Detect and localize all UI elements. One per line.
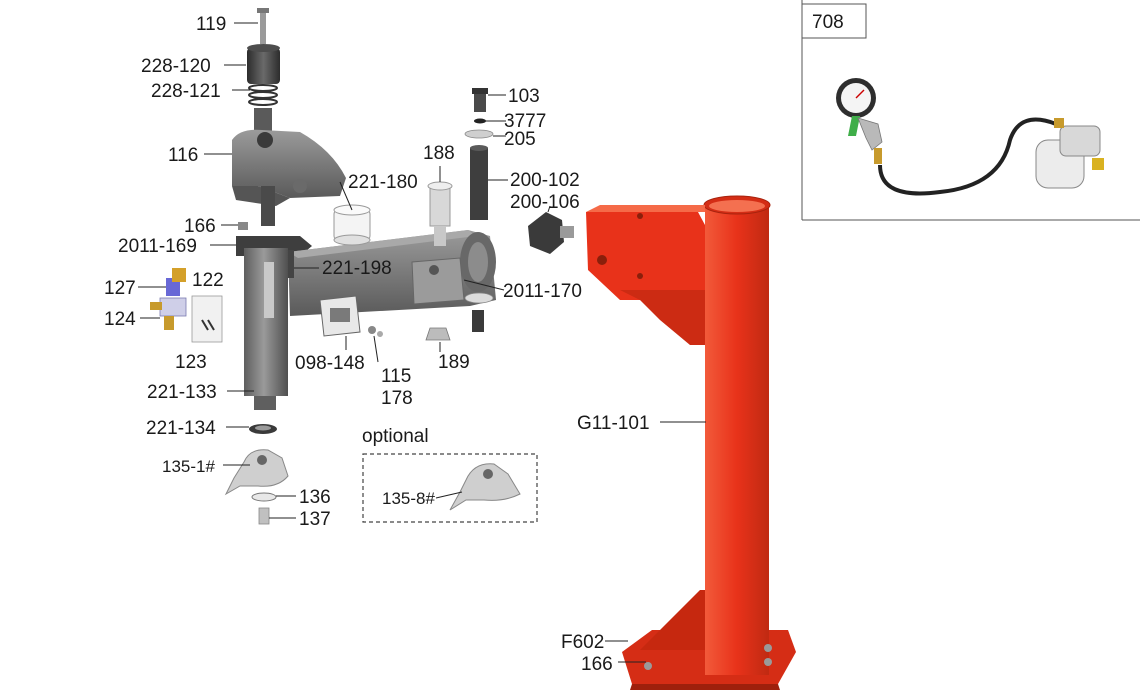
mount-head-135-1 <box>224 449 289 525</box>
mount-head-135-8 <box>449 463 521 511</box>
label-221-180: 221-180 <box>348 172 418 193</box>
leader-lines <box>138 22 706 663</box>
label-135-1: 135-1# <box>162 457 215 476</box>
label-2011-170: 2011-170 <box>503 281 582 302</box>
vertical-shaft-assembly <box>232 8 346 434</box>
label-116: 116 <box>168 145 198 166</box>
washer-bolt-group <box>464 292 494 332</box>
label-228-120: 228-120 <box>141 56 211 77</box>
label-228-121: 228-121 <box>151 81 221 102</box>
label-122: 122 <box>192 270 224 291</box>
label-103: 103 <box>508 86 540 107</box>
label-119: 119 <box>196 14 226 35</box>
horizontal-arm <box>288 230 496 341</box>
label-178: 178 <box>381 388 413 409</box>
label-098-148: 098-148 <box>295 353 365 374</box>
pin-188 <box>427 181 453 246</box>
label-f602: F602 <box>561 632 604 653</box>
label-123: 123 <box>175 352 207 373</box>
label-189: 189 <box>438 352 470 373</box>
label-optional: optional <box>362 426 429 447</box>
inset-708 <box>801 0 1140 221</box>
part-labels: 119 228-120 228-121 116 166 2011-169 127… <box>104 12 844 675</box>
label-200-106: 200-106 <box>510 192 580 213</box>
label-124: 124 <box>104 309 136 330</box>
label-166-top: 166 <box>184 216 216 237</box>
label-127: 127 <box>104 278 136 299</box>
label-135-8: 135-8# <box>382 489 435 508</box>
label-200-102: 200-102 <box>510 170 580 191</box>
label-inset-708: 708 <box>812 12 844 33</box>
label-188: 188 <box>423 143 455 164</box>
column-g11-101 <box>586 195 796 690</box>
roller-221-180 <box>333 204 371 246</box>
label-3777: 3777 <box>504 111 546 132</box>
label-221-198: 221-198 <box>322 258 392 279</box>
knob-200-106 <box>528 212 574 254</box>
optional-box <box>362 453 538 523</box>
label-221-133: 221-133 <box>147 382 217 403</box>
label-205: 205 <box>504 129 536 150</box>
label-g11-101: G11-101 <box>577 413 650 434</box>
label-137: 137 <box>299 509 331 530</box>
label-115: 115 <box>381 366 411 387</box>
label-166-base: 166 <box>581 654 613 675</box>
valve-assembly <box>150 268 223 343</box>
label-221-134: 221-134 <box>146 418 216 439</box>
bolt-stack-103 <box>464 88 494 220</box>
label-136: 136 <box>299 487 331 508</box>
label-2011-169: 2011-169 <box>118 236 197 257</box>
